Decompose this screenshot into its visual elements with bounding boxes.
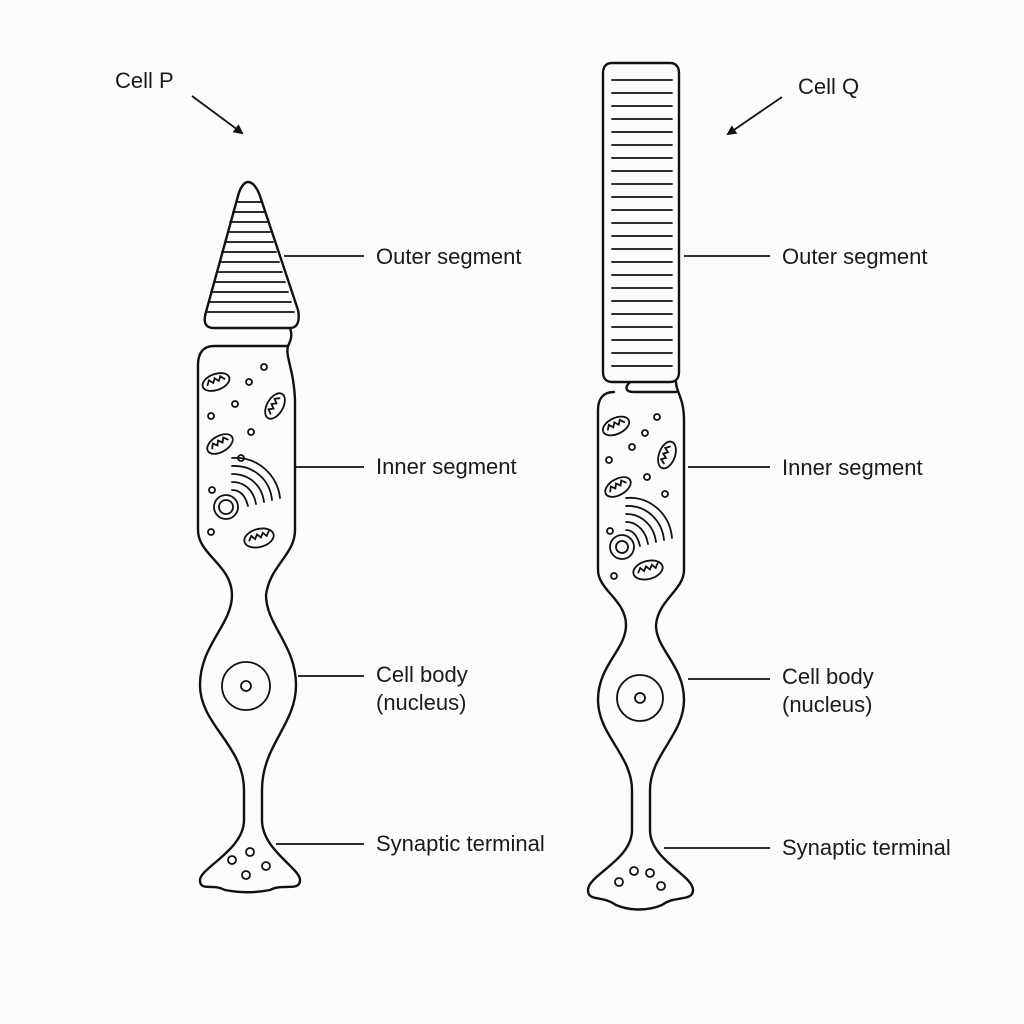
cell-q-outer-segment [601, 61, 681, 384]
cell-q-arrow [726, 96, 783, 136]
cell-p-vesicles [207, 363, 268, 536]
cell-p-cilium [286, 326, 293, 348]
cell-q-label-body-line2: (nucleus) [782, 692, 872, 717]
cell-q: Cell Q [586, 61, 951, 911]
cell-p: Cell P [115, 68, 545, 894]
cell-q-outer-discs [611, 79, 673, 367]
cell-p-outer-segment [203, 180, 300, 330]
cell-q-vesicles [605, 413, 669, 580]
cell-q-title: Cell Q [798, 74, 859, 99]
cell-q-label-body-line1: Cell body [782, 664, 874, 689]
cell-q-label-outer: Outer segment [782, 244, 928, 269]
cell-p-label-body-line1: Cell body [376, 662, 468, 687]
cell-p-synaptic-vesicles [227, 847, 271, 880]
cell-p-label-outer: Outer segment [376, 244, 522, 269]
cell-q-nucleus [616, 674, 664, 722]
cell-q-label-terminal: Synaptic terminal [782, 835, 951, 860]
cell-q-cilium [625, 380, 678, 394]
cell-q-inner-vacuole [609, 534, 635, 560]
cell-p-title: Cell P [115, 68, 174, 93]
cell-p-outer-discs [206, 201, 295, 313]
cell-p-cell-outline [196, 344, 302, 894]
cell-p-label-terminal: Synaptic terminal [376, 831, 545, 856]
cell-q-cell-outline [586, 380, 695, 911]
cell-p-arrow [191, 95, 244, 135]
cell-p-nucleus [221, 661, 271, 711]
cell-q-mitochondria [601, 415, 677, 581]
cell-p-label-inner: Inner segment [376, 454, 517, 479]
cell-q-golgi [625, 497, 673, 547]
cell-p-label-body-line2: (nucleus) [376, 690, 466, 715]
cell-q-synaptic-vesicles [614, 866, 666, 891]
cell-p-mitochondria [201, 372, 286, 549]
cell-p-inner-vacuole [213, 494, 239, 520]
cell-q-label-inner: Inner segment [782, 455, 923, 480]
cell-p-golgi [231, 457, 281, 507]
